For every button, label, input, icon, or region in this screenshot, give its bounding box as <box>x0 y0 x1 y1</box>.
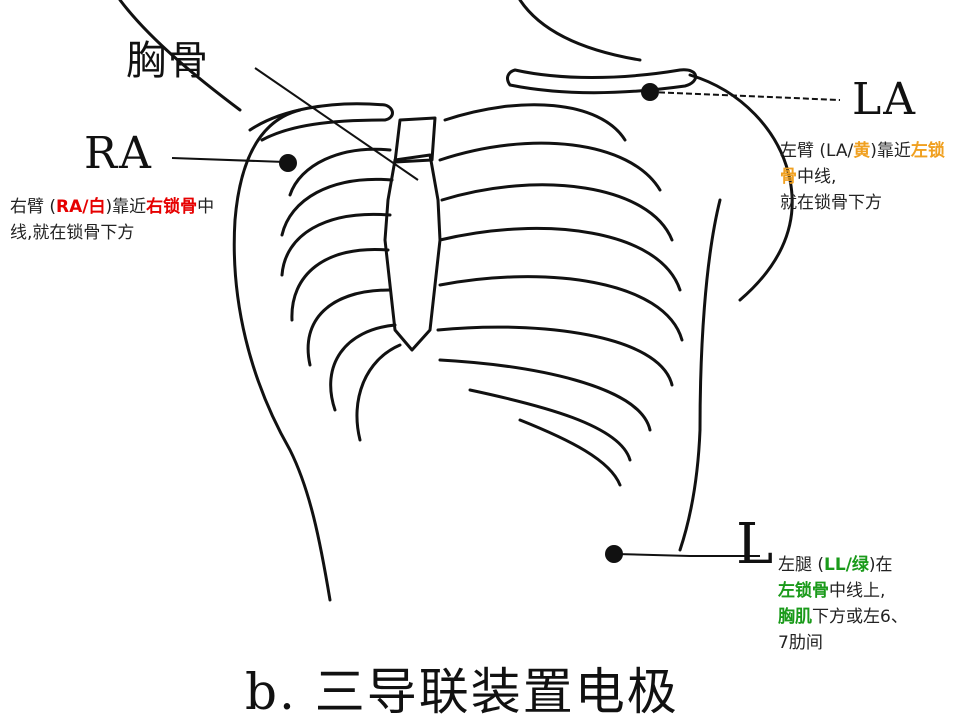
ra-annotation-text: 右臂 ( <box>10 197 57 217</box>
caption: b. 三导联装置电极 <box>245 663 679 721</box>
ra-annotation-text: 中线,就在锁骨下方 <box>10 197 215 243</box>
ll-annotation-text: 左腿 ( <box>778 555 825 575</box>
ll-annotation-text: 7肋间 <box>778 633 823 653</box>
ra-color-word: 白 <box>88 197 106 217</box>
la-annotation-text: )靠近 <box>870 141 911 161</box>
ll-electrode <box>605 545 623 563</box>
ll-muscle: 胸肌 <box>778 607 812 627</box>
la-annotation-text: 左臂 (LA/ <box>780 141 854 161</box>
ra-side: 右锁骨 <box>146 197 198 217</box>
right-flank-outline <box>678 198 722 552</box>
la-pointer-line <box>649 91 841 101</box>
sternum-pointer-line <box>254 67 419 181</box>
sternum-manubrium <box>393 116 437 164</box>
ra-annotation-text: )靠近 <box>105 197 147 217</box>
ll-side: 左锁骨 <box>778 581 829 601</box>
la-annotation: 左臂 (LA/黄)靠近左锁骨中线, 就在锁骨下方 <box>780 138 956 216</box>
ll-label: L <box>736 512 776 577</box>
ll-annotation: 左腿 (LL/绿)在 左锁骨中线上, 胸肌下方或左6、 7肋间 <box>778 552 958 656</box>
right-shoulder-outline <box>688 73 794 302</box>
ra-code: RA/ <box>56 197 89 217</box>
ll-annotation-text: )在 <box>868 555 893 575</box>
la-annotation-text: 就在锁骨下方 <box>780 193 882 213</box>
ll-pointer-line <box>615 553 760 557</box>
left-clavicle <box>506 68 698 95</box>
ll-color-word: 绿 <box>851 555 869 575</box>
ll-annotation-text: 中线上, <box>829 581 886 601</box>
ra-annotation: 右臂 (RA/白)靠近右锁骨中线,就在锁骨下方 <box>10 194 230 246</box>
ra-label: RA <box>84 128 153 179</box>
ribs-left <box>436 103 684 487</box>
la-label: LA <box>852 74 917 125</box>
neck-left-outline <box>118 0 242 112</box>
ll-annotation-text: 下方或左6、 <box>812 607 908 627</box>
sternum-label: 胸骨 <box>126 38 210 84</box>
la-color-word: 黄 <box>853 141 871 161</box>
la-electrode <box>641 83 659 101</box>
la-annotation-text: 中线, <box>797 167 837 187</box>
ll-code: LL/ <box>824 555 852 575</box>
sternum-outline <box>383 153 442 352</box>
la-side: 左锁骨 <box>780 141 945 187</box>
neck-right-outline <box>518 0 642 62</box>
ribs-right <box>280 147 402 442</box>
left-shoulder-outline <box>232 108 332 602</box>
right-clavicle <box>248 102 394 142</box>
ra-electrode <box>279 154 297 172</box>
ra-pointer-line <box>171 157 286 163</box>
